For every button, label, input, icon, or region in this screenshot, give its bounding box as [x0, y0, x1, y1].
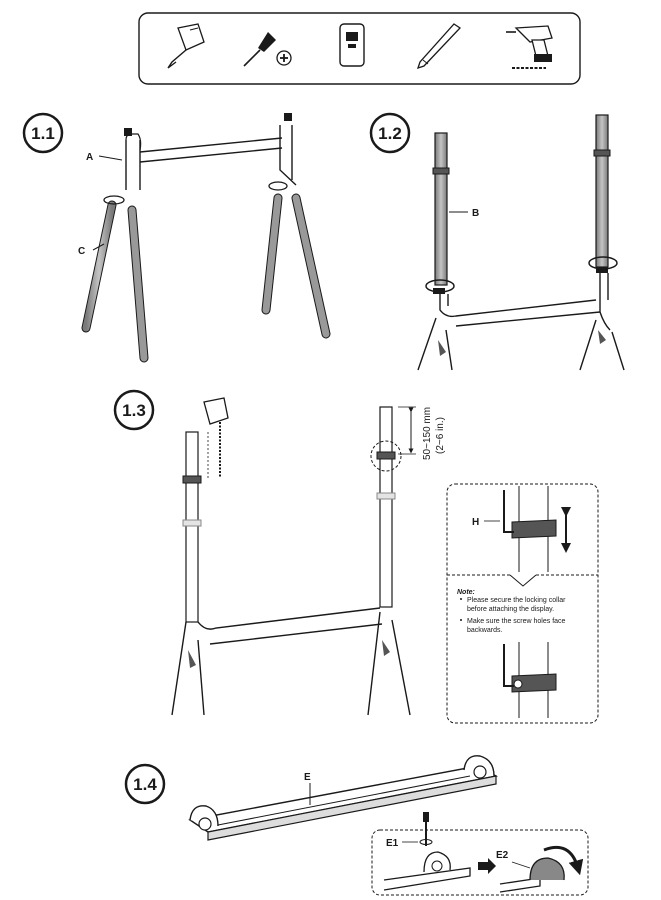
step-number: 1.3 [122, 401, 146, 420]
step-badge [22, 112, 64, 154]
note-title: Note: [457, 589, 475, 596]
step-badge [113, 389, 155, 431]
label-h: H [472, 517, 479, 528]
tools-panel [138, 12, 581, 85]
pole-b-left [432, 132, 450, 286]
dimension-mm: 50~150 mm [422, 407, 433, 460]
note-line: before attaching the display. [467, 606, 554, 613]
note-line: backwards. [467, 627, 502, 634]
label-e1: E1 [386, 838, 399, 849]
screwdriver-icon [243, 32, 292, 67]
bracket-detail: E1 E2 [371, 812, 589, 896]
step-badge [124, 763, 166, 805]
note-line: Make sure the screw holes face [467, 618, 566, 625]
label-a: A [86, 152, 93, 163]
step-1-2: 1.2 B [369, 112, 625, 371]
step-number: 1.1 [31, 124, 55, 143]
bracket-e [188, 755, 499, 841]
leg-c [81, 200, 149, 363]
arrow-right-icon [478, 858, 496, 874]
drill-icon [506, 25, 553, 69]
tape-measure-icon [203, 397, 229, 478]
pole-b-right [593, 114, 611, 268]
dimension-in: (2~6 in.) [435, 417, 446, 454]
locking-collar-detail: H Note: Please secure the locking collar… [446, 483, 599, 724]
note-line: Please secure the locking collar [467, 597, 566, 604]
tape-measure-icon [167, 23, 205, 69]
step-number: 1.4 [133, 775, 157, 794]
pencil-icon [416, 23, 462, 70]
label-c: C [78, 246, 85, 257]
label-e: E [304, 772, 311, 783]
step-badge [369, 112, 411, 154]
step-number: 1.2 [378, 124, 402, 143]
label-e2: E2 [496, 850, 509, 861]
step-1-1: 1.1 A C [22, 112, 331, 363]
label-b: B [472, 208, 479, 219]
step-1-4: 1.4 E E1 E2 [124, 755, 589, 896]
step-1-3: 1.3 50~150 mm (2~6 in.) [113, 389, 599, 724]
stud-finder-icon [339, 23, 365, 67]
